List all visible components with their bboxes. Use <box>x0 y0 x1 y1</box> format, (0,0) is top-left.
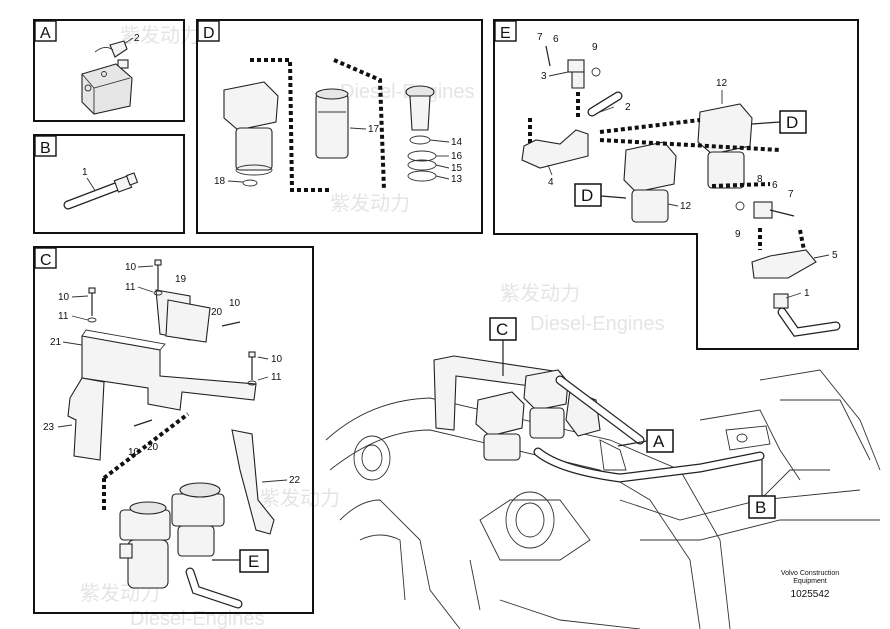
panel-a: A 2 <box>33 19 185 122</box>
part-number: 10 <box>125 262 137 273</box>
panel-d-label: D <box>203 25 215 42</box>
part-number: 3 <box>541 71 547 82</box>
panel-b: B 1 <box>33 134 185 234</box>
part-number: 10 <box>271 354 283 365</box>
part-number: 2 <box>625 102 631 113</box>
part-number: 2 <box>134 33 140 44</box>
part-number: 4 <box>548 177 554 188</box>
part-number: 16 <box>451 151 463 162</box>
part-number: 8 <box>757 174 763 185</box>
part-number: 23 <box>43 422 55 433</box>
part-number: 12 <box>716 78 728 89</box>
part-number: 11 <box>58 311 69 322</box>
part-number: 22 <box>289 475 301 486</box>
watermark-text: 紫发动力 <box>330 192 410 215</box>
callout-c: C <box>496 320 508 339</box>
part-number: 18 <box>214 176 226 187</box>
part-number: 20 <box>147 442 159 453</box>
callout-d: D <box>786 113 798 132</box>
part-number: 11 <box>125 282 136 293</box>
callout-b: B <box>755 498 766 517</box>
part-number: 20 <box>211 307 223 318</box>
part-number: 1 <box>804 288 810 299</box>
panel-c-label: C <box>40 252 52 269</box>
part-number: 11 <box>271 372 282 383</box>
part-number: 19 <box>175 274 187 285</box>
part-number: 10 <box>58 292 70 303</box>
part-number: 17 <box>368 124 380 135</box>
part-number: 21 <box>50 337 62 348</box>
part-number: 7 <box>537 32 543 43</box>
part-number: 9 <box>735 229 741 240</box>
part-number: 10 <box>229 298 241 309</box>
watermark-text: 紫发动力 <box>260 487 340 510</box>
part-number: 7 <box>788 189 794 200</box>
filter-assembly <box>119 482 243 609</box>
watermark-text: Diesel-Engines <box>130 608 265 629</box>
callout-e: E <box>248 552 259 571</box>
panel-e-label: E <box>500 25 511 42</box>
callout-a: A <box>653 432 665 451</box>
watermark-text: 紫发动力 <box>120 24 200 47</box>
panel-c: C <box>33 246 314 614</box>
watermark-text: Diesel-Engines <box>530 313 665 335</box>
part-number: 9 <box>592 42 598 53</box>
part-number: 1 <box>82 167 88 178</box>
part-number: 15 <box>451 163 463 174</box>
bolt-group <box>87 259 257 427</box>
callout-d: D <box>581 186 593 205</box>
part-number: 10 <box>128 447 140 458</box>
part-number: 6 <box>553 34 559 45</box>
panel-d: D 17 18 14 16 15 13 <box>196 19 483 234</box>
part-number: 6 <box>772 180 778 191</box>
panel-e: E 7 6 9 3 12 2 4 12 8 <box>493 19 859 350</box>
part-number: 14 <box>451 137 463 148</box>
watermark-text: 紫发动力 <box>500 282 580 305</box>
part-number: 13 <box>451 174 463 185</box>
footer: Volvo Construction Equipment 1025542 <box>781 570 839 600</box>
brand-line-2: Equipment <box>793 578 827 585</box>
document-number: 1025542 <box>791 589 830 600</box>
panel-a-label: A <box>40 25 51 42</box>
filter-assembly <box>475 369 601 461</box>
part-number: 12 <box>680 201 692 212</box>
panel-b-label: B <box>40 140 51 157</box>
machine-view: C A B <box>325 317 881 629</box>
brand-line-1: Volvo Construction <box>781 570 839 577</box>
part-number: 5 <box>832 250 838 261</box>
